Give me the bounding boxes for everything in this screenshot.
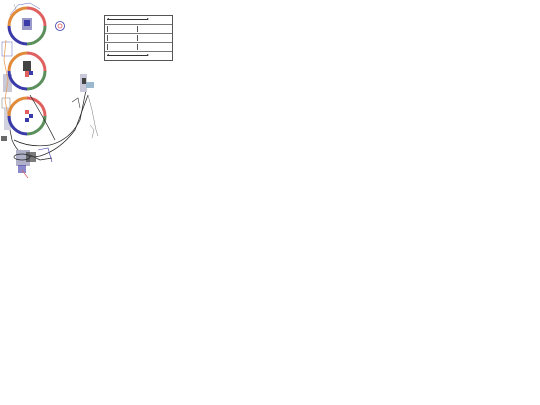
ring-1 xyxy=(7,6,47,46)
double-arrow-icon xyxy=(107,54,149,56)
legend-row-arrow xyxy=(105,52,172,60)
right-cluster xyxy=(71,74,99,139)
legend-row-cells xyxy=(105,43,172,52)
bottom-cluster xyxy=(13,147,53,179)
connector-lines xyxy=(9,89,89,161)
small-marker xyxy=(55,21,65,31)
legend-row-cells xyxy=(105,25,172,34)
ring-3 xyxy=(7,96,47,136)
left-margin-glyphs xyxy=(1,2,41,141)
legend-row-cells xyxy=(105,34,172,43)
legend-row-arrow xyxy=(105,16,172,25)
double-arrow-icon xyxy=(107,18,149,20)
legend-box xyxy=(104,15,173,61)
ring-2 xyxy=(7,51,47,91)
